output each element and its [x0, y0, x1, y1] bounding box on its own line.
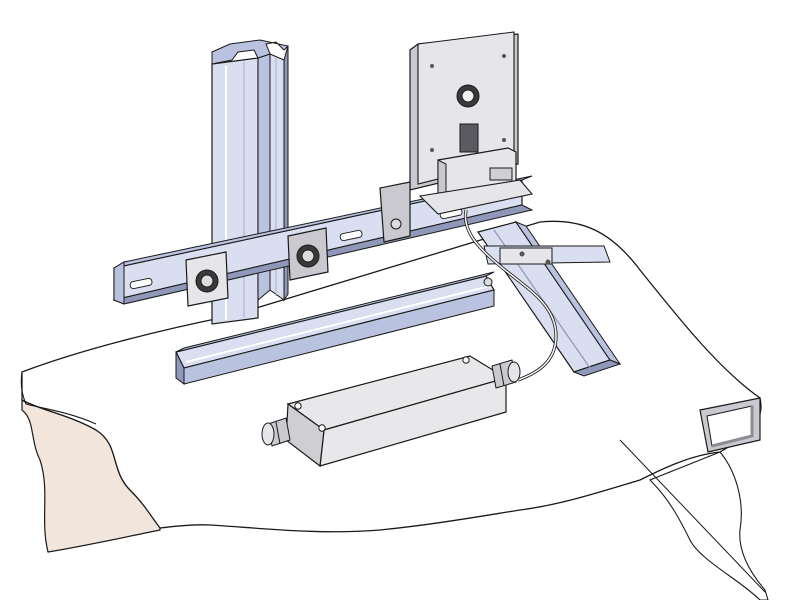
clamp-bracket	[379, 179, 534, 243]
cable-gland-left	[261, 417, 291, 447]
clamp-block-left	[185, 251, 229, 307]
table-right-skirt	[649, 451, 769, 600]
cross-c-rail	[477, 220, 622, 377]
clamp-block-right	[287, 227, 329, 281]
table-edge-lip	[20, 371, 97, 425]
cable-gland-right	[491, 359, 521, 389]
table-support-line	[619, 439, 766, 593]
front-c-rail	[175, 271, 495, 385]
square-tube	[699, 397, 761, 453]
